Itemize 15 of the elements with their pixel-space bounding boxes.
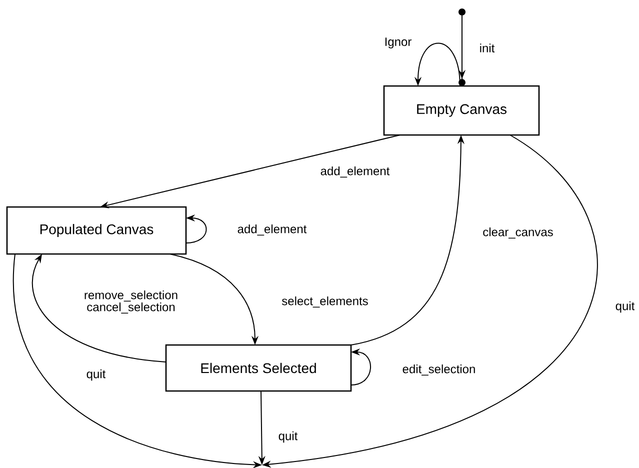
edge-label: add_element bbox=[319, 165, 391, 179]
edge-label: remove_selection cancel_selection bbox=[75, 289, 187, 315]
edge-label: quit bbox=[85, 368, 107, 382]
edge-label: quit bbox=[614, 300, 636, 314]
edge-label: clear_canvas bbox=[482, 226, 554, 240]
initial-dot bbox=[458, 8, 466, 16]
edge-label: init bbox=[478, 42, 496, 54]
edge-label: select_elements bbox=[280, 295, 370, 309]
edge-label: Ignor bbox=[383, 36, 413, 50]
state-box: Empty Canvas bbox=[383, 85, 540, 136]
state-box: Elements Selected bbox=[165, 344, 352, 392]
edge-label: add_element bbox=[236, 223, 308, 237]
edge-label: edit_selection bbox=[401, 363, 477, 377]
edge-label: quit bbox=[277, 430, 299, 444]
state-box: Populated Canvas bbox=[6, 206, 187, 255]
